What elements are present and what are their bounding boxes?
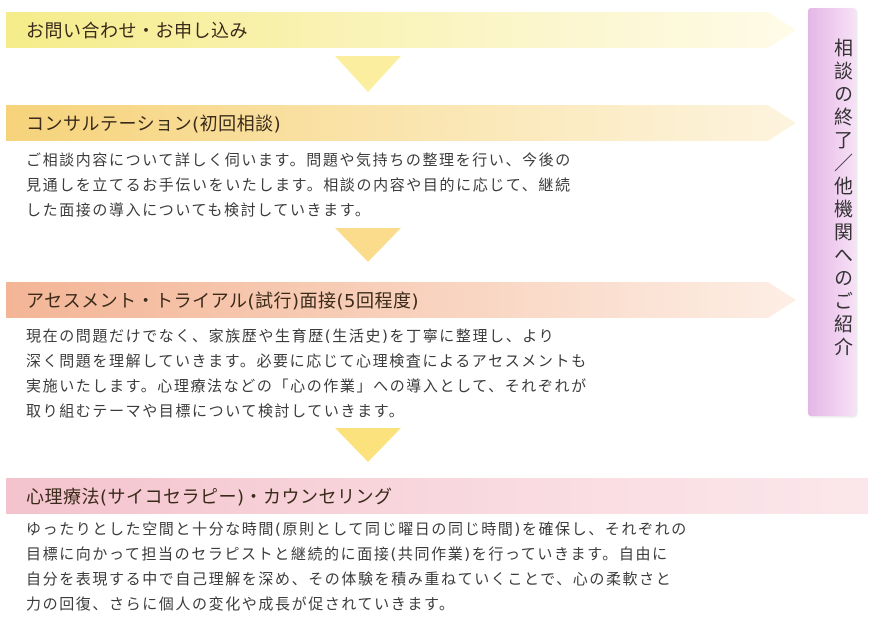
description-line: 深く問題を理解していきます。必要に応じて心理検査によるアセスメントも bbox=[26, 352, 588, 370]
description-line: 取り組むテーマや目標について検討していきます。 bbox=[26, 402, 406, 420]
down-arrow-icon bbox=[335, 56, 401, 92]
down-arrow-icon bbox=[335, 428, 401, 462]
termination-referral-label: 相談の終了／他機関へのご紹介 bbox=[831, 38, 853, 360]
step-assessment-title: アセスメント・トライアル(試行)面接(5回程度) bbox=[26, 291, 419, 312]
step-therapy-title: 心理療法(サイコセラピー)・カウンセリング bbox=[26, 487, 393, 508]
description-line: ゆったりとした空間と十分な時間(原則として同じ曜日の同じ時間)を確保し、それぞれ… bbox=[26, 520, 688, 538]
description-line: 見通しを立てるお手伝いをいたします。相談の内容や目的に応じて、継続 bbox=[26, 176, 572, 194]
step-therapy-banner: 心理療法(サイコセラピー)・カウンセリング bbox=[6, 478, 868, 514]
step-consultation-banner: コンサルテーション(初回相談) bbox=[6, 105, 796, 141]
step-consultation-title: コンサルテーション(初回相談) bbox=[26, 114, 282, 135]
description-line: 実施いたします。心理療法などの「心の作業」への導入として、それぞれが bbox=[26, 377, 588, 395]
description-line: ご相談内容について詳しく伺います。問題や気持ちの整理を行い、今後の bbox=[26, 151, 572, 169]
step-inquiry-title: お問い合わせ・お申し込み bbox=[26, 21, 248, 42]
step-assessment-description: 現在の問題だけでなく、家族歴や生育歴(生活史)を丁寧に整理し、より 深く問題を理… bbox=[26, 324, 588, 424]
description-line: 目標に向かって担当のセラピストと継続的に面接(共同作業)を行っていきます。自由に bbox=[26, 545, 669, 563]
termination-referral-panel: 相談の終了／他機関へのご紹介 bbox=[808, 8, 856, 416]
step-inquiry-banner: お問い合わせ・お申し込み bbox=[6, 12, 796, 48]
step-therapy-description: ゆったりとした空間と十分な時間(原則として同じ曜日の同じ時間)を確保し、それぞれ… bbox=[26, 517, 688, 617]
description-line: 現在の問題だけでなく、家族歴や生育歴(生活史)を丁寧に整理し、より bbox=[26, 327, 556, 345]
description-line: 自分を表現する中で自己理解を深め、その体験を積み重ねていくことで、心の柔軟さと bbox=[26, 570, 673, 588]
description-line: 力の回復、さらに個人の変化や成長が促されていきます。 bbox=[26, 595, 456, 613]
down-arrow-icon bbox=[335, 228, 401, 262]
step-consultation-description: ご相談内容について詳しく伺います。問題や気持ちの整理を行い、今後の 見通しを立て… bbox=[26, 148, 572, 223]
step-assessment-banner: アセスメント・トライアル(試行)面接(5回程度) bbox=[6, 282, 796, 318]
description-line: した面接の導入についても検討していきます。 bbox=[26, 201, 372, 219]
